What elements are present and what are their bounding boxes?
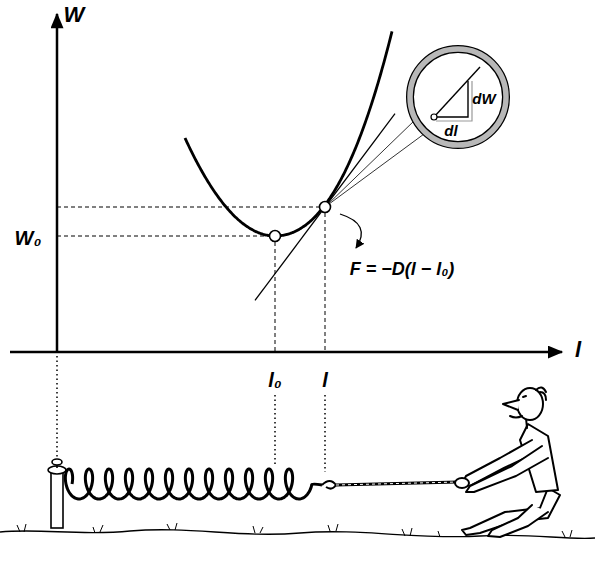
pointer-arrow	[340, 214, 361, 248]
x-axis	[10, 351, 562, 354]
differential-label: dW	[472, 91, 495, 108]
axis-label: l	[322, 369, 328, 391]
differential-label: dl	[444, 123, 457, 140]
y-axis	[56, 14, 59, 352]
magnifier-inset: dW dl	[406, 45, 510, 149]
guide-line	[56, 356, 58, 462]
guide-line	[325, 213, 326, 352]
spring	[65, 469, 322, 499]
leader-line	[325, 120, 415, 207]
energy-curve	[185, 31, 392, 236]
peg	[48, 459, 66, 528]
guide-line	[274, 395, 276, 466]
guide-line	[324, 395, 326, 472]
axis-label: l₀	[268, 369, 281, 391]
formula: F = −D(l − l₀)	[350, 260, 455, 280]
person	[455, 387, 560, 537]
working-point	[320, 202, 331, 213]
leader-line	[325, 134, 424, 207]
axis-label: W	[64, 3, 85, 27]
minimum-point	[270, 231, 281, 242]
guide-line	[57, 207, 319, 208]
guide-line	[275, 242, 276, 352]
guide-line	[57, 236, 269, 237]
rope	[336, 482, 458, 485]
hook	[322, 481, 336, 489]
axis-label: l	[575, 338, 581, 362]
rope	[336, 482, 458, 485]
axis-label: W₀	[15, 227, 42, 249]
